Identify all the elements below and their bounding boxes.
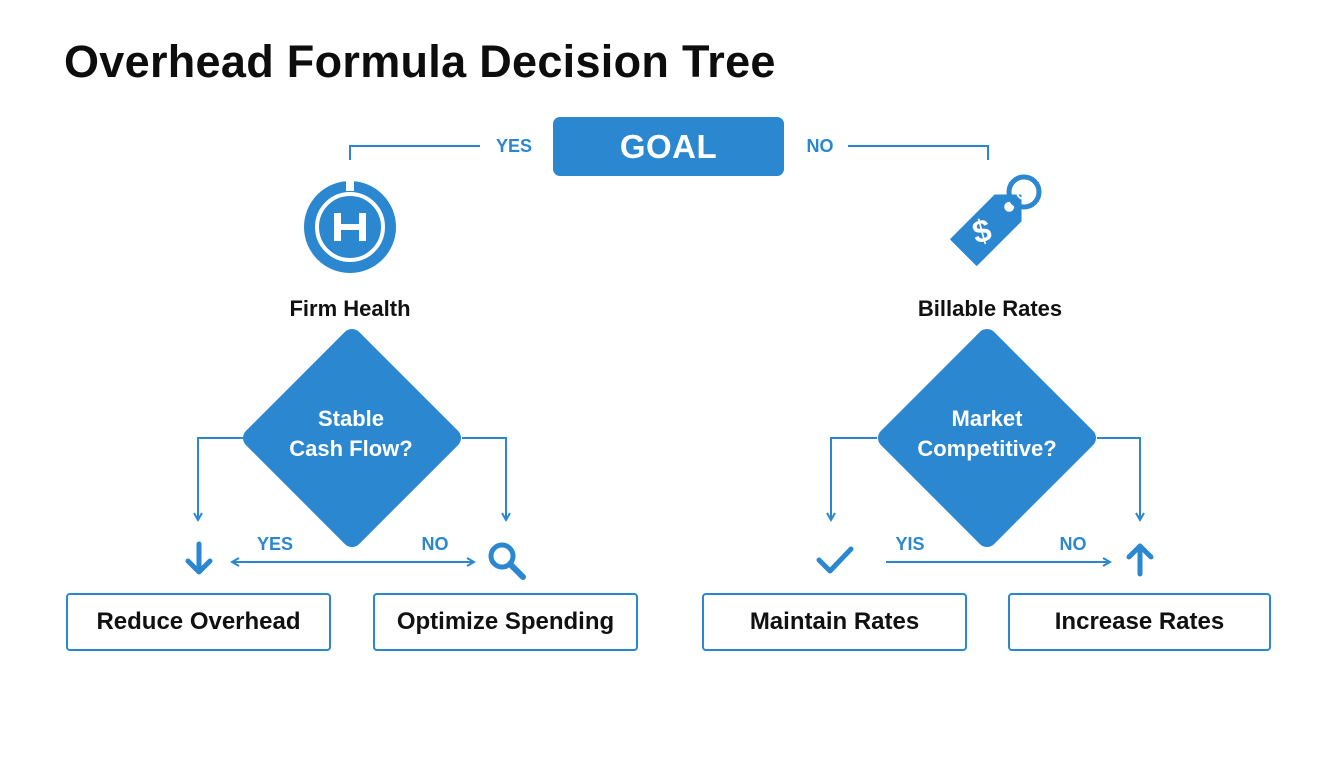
goal-yes-label: YES <box>495 136 533 156</box>
firm-health-label: Firm Health <box>289 296 411 321</box>
left-decision-text: Stable Cash Flow? <box>289 404 412 464</box>
goal-no-label: NO <box>806 136 834 156</box>
outcome-reduce-overhead: Reduce Overhead <box>66 593 331 651</box>
outcome-increase-rates: Increase Rates <box>1008 593 1271 651</box>
checkmark-icon <box>816 546 854 574</box>
outcome-optimize-spending: Optimize Spending <box>373 593 638 651</box>
left-no-connector <box>462 437 506 520</box>
arrow-down-icon <box>185 541 213 575</box>
outcome-maintain-rates: Maintain Rates <box>702 593 967 651</box>
price-tag-dollar-icon: $ <box>950 174 1042 266</box>
goal-yes-connector <box>349 145 480 160</box>
right-no-label: NO <box>1059 534 1087 554</box>
billable-rates-label: Billable Rates <box>917 296 1063 321</box>
left-yes-connector <box>198 437 243 520</box>
goal-node: GOAL <box>553 117 784 176</box>
magnifier-icon <box>488 542 526 580</box>
right-decision-line1: Market <box>951 406 1023 431</box>
right-no-connector <box>1097 437 1140 520</box>
page-title: Overhead Formula Decision Tree <box>64 36 776 87</box>
right-decision-text: Market Competitive? <box>917 404 1056 464</box>
left-yes-label: YES <box>256 534 294 554</box>
left-no-label: NO <box>421 534 449 554</box>
hospital-h-icon <box>304 179 396 273</box>
right-yes-label: YIS <box>895 534 925 554</box>
right-yes-connector <box>831 437 877 520</box>
right-decision-line2: Competitive? <box>917 436 1057 461</box>
goal-no-connector <box>848 145 989 160</box>
left-decision-line2: Cash Flow? <box>289 436 413 461</box>
left-decision-line1: Stable <box>317 406 385 431</box>
arrow-up-icon <box>1126 543 1154 577</box>
